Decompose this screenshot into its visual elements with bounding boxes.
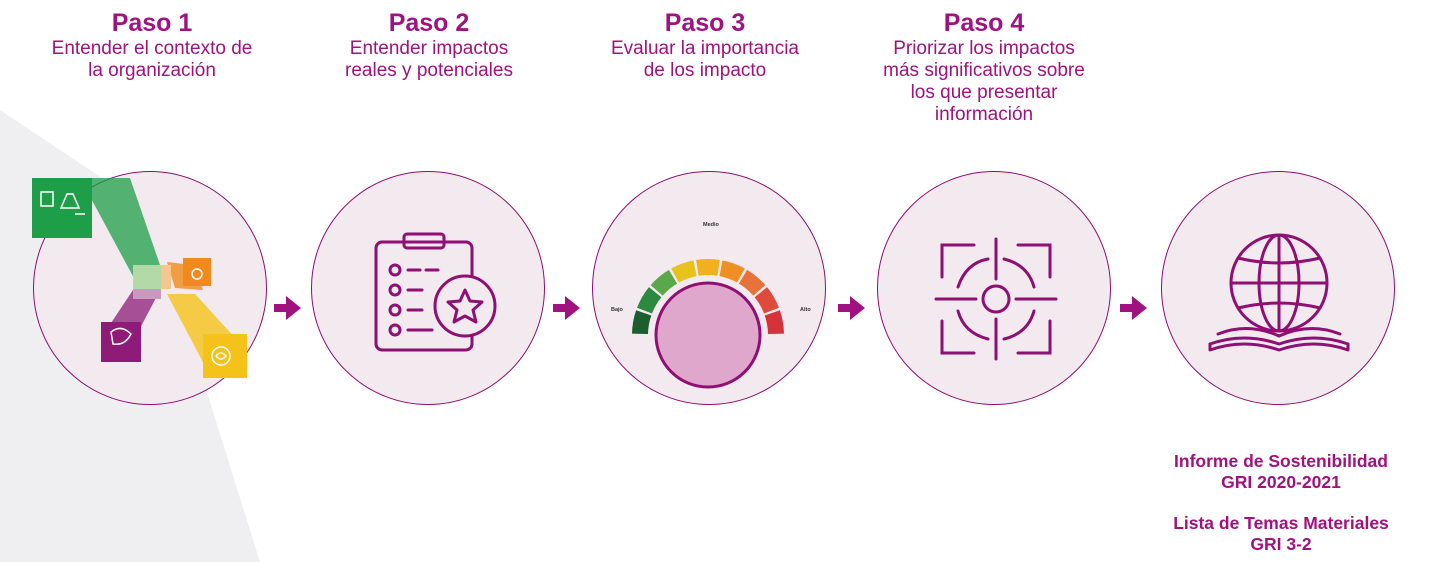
step-3-title: Paso 3 (664, 9, 746, 37)
step-3-description: Evaluar la importancia de los impacto (611, 38, 799, 81)
step-1-description: Entender el contexto de la organización (51, 38, 253, 81)
gauge-segment (754, 287, 779, 314)
arrow-right-icon (1120, 296, 1147, 320)
result-sustainability-report: Informe de Sostenibilidad GRI 2020-2021 (1131, 451, 1431, 493)
gauge-high-label: Alto (800, 307, 811, 313)
gauge-segment (650, 269, 678, 296)
step-2-title: Paso 2 (388, 9, 470, 37)
step-2-description: Entender impactos reales y potenciales (345, 38, 513, 81)
context-quadrants-icon (32, 178, 247, 378)
gauge-low-label: Bajo (611, 307, 623, 313)
step-2-circle (311, 171, 545, 405)
target-crosshair-icon (934, 237, 1058, 361)
gauge-segment (738, 269, 766, 296)
gauge-segment (632, 310, 652, 334)
gauge-segment (671, 260, 697, 283)
step-4-circle (877, 171, 1111, 405)
step-3-heading: Paso 3 Evaluar la importancia de los imp… (575, 8, 835, 82)
result-2-line1: Lista de Temas Materiales (1173, 513, 1389, 533)
result-material-topics: Lista de Temas Materiales GRI 3-2 (1131, 513, 1431, 555)
clipboard-star-icon (374, 232, 497, 352)
step-4-title: Paso 4 (943, 9, 1025, 37)
step-1-title: Paso 1 (111, 9, 193, 37)
step-2-heading: Paso 2 Entender impactos reales y potenc… (299, 8, 559, 82)
step-4-heading: Paso 4 Priorizar los impactos más signif… (854, 8, 1114, 126)
step-1-heading: Paso 1 Entender el contexto de la organi… (22, 8, 282, 82)
gauge-icon (632, 259, 784, 389)
arrow-right-icon (553, 296, 580, 320)
result-1-line2: GRI 2020-2021 (1221, 472, 1341, 492)
arrow-right-icon (274, 296, 301, 320)
gauge-segment (764, 310, 784, 334)
arrow-right-icon (838, 296, 865, 320)
gauge-segment (696, 259, 720, 276)
result-1-line1: Informe de Sostenibilidad (1174, 451, 1388, 471)
gauge-mid-label: Medio (703, 222, 719, 228)
result-2-line2: GRI 3-2 (1250, 534, 1312, 554)
step-4-description: Priorizar los impactos más significativo… (883, 38, 1085, 125)
gauge-segment (719, 260, 745, 283)
globe-book-icon (1208, 233, 1350, 352)
gauge-segment (637, 287, 662, 314)
